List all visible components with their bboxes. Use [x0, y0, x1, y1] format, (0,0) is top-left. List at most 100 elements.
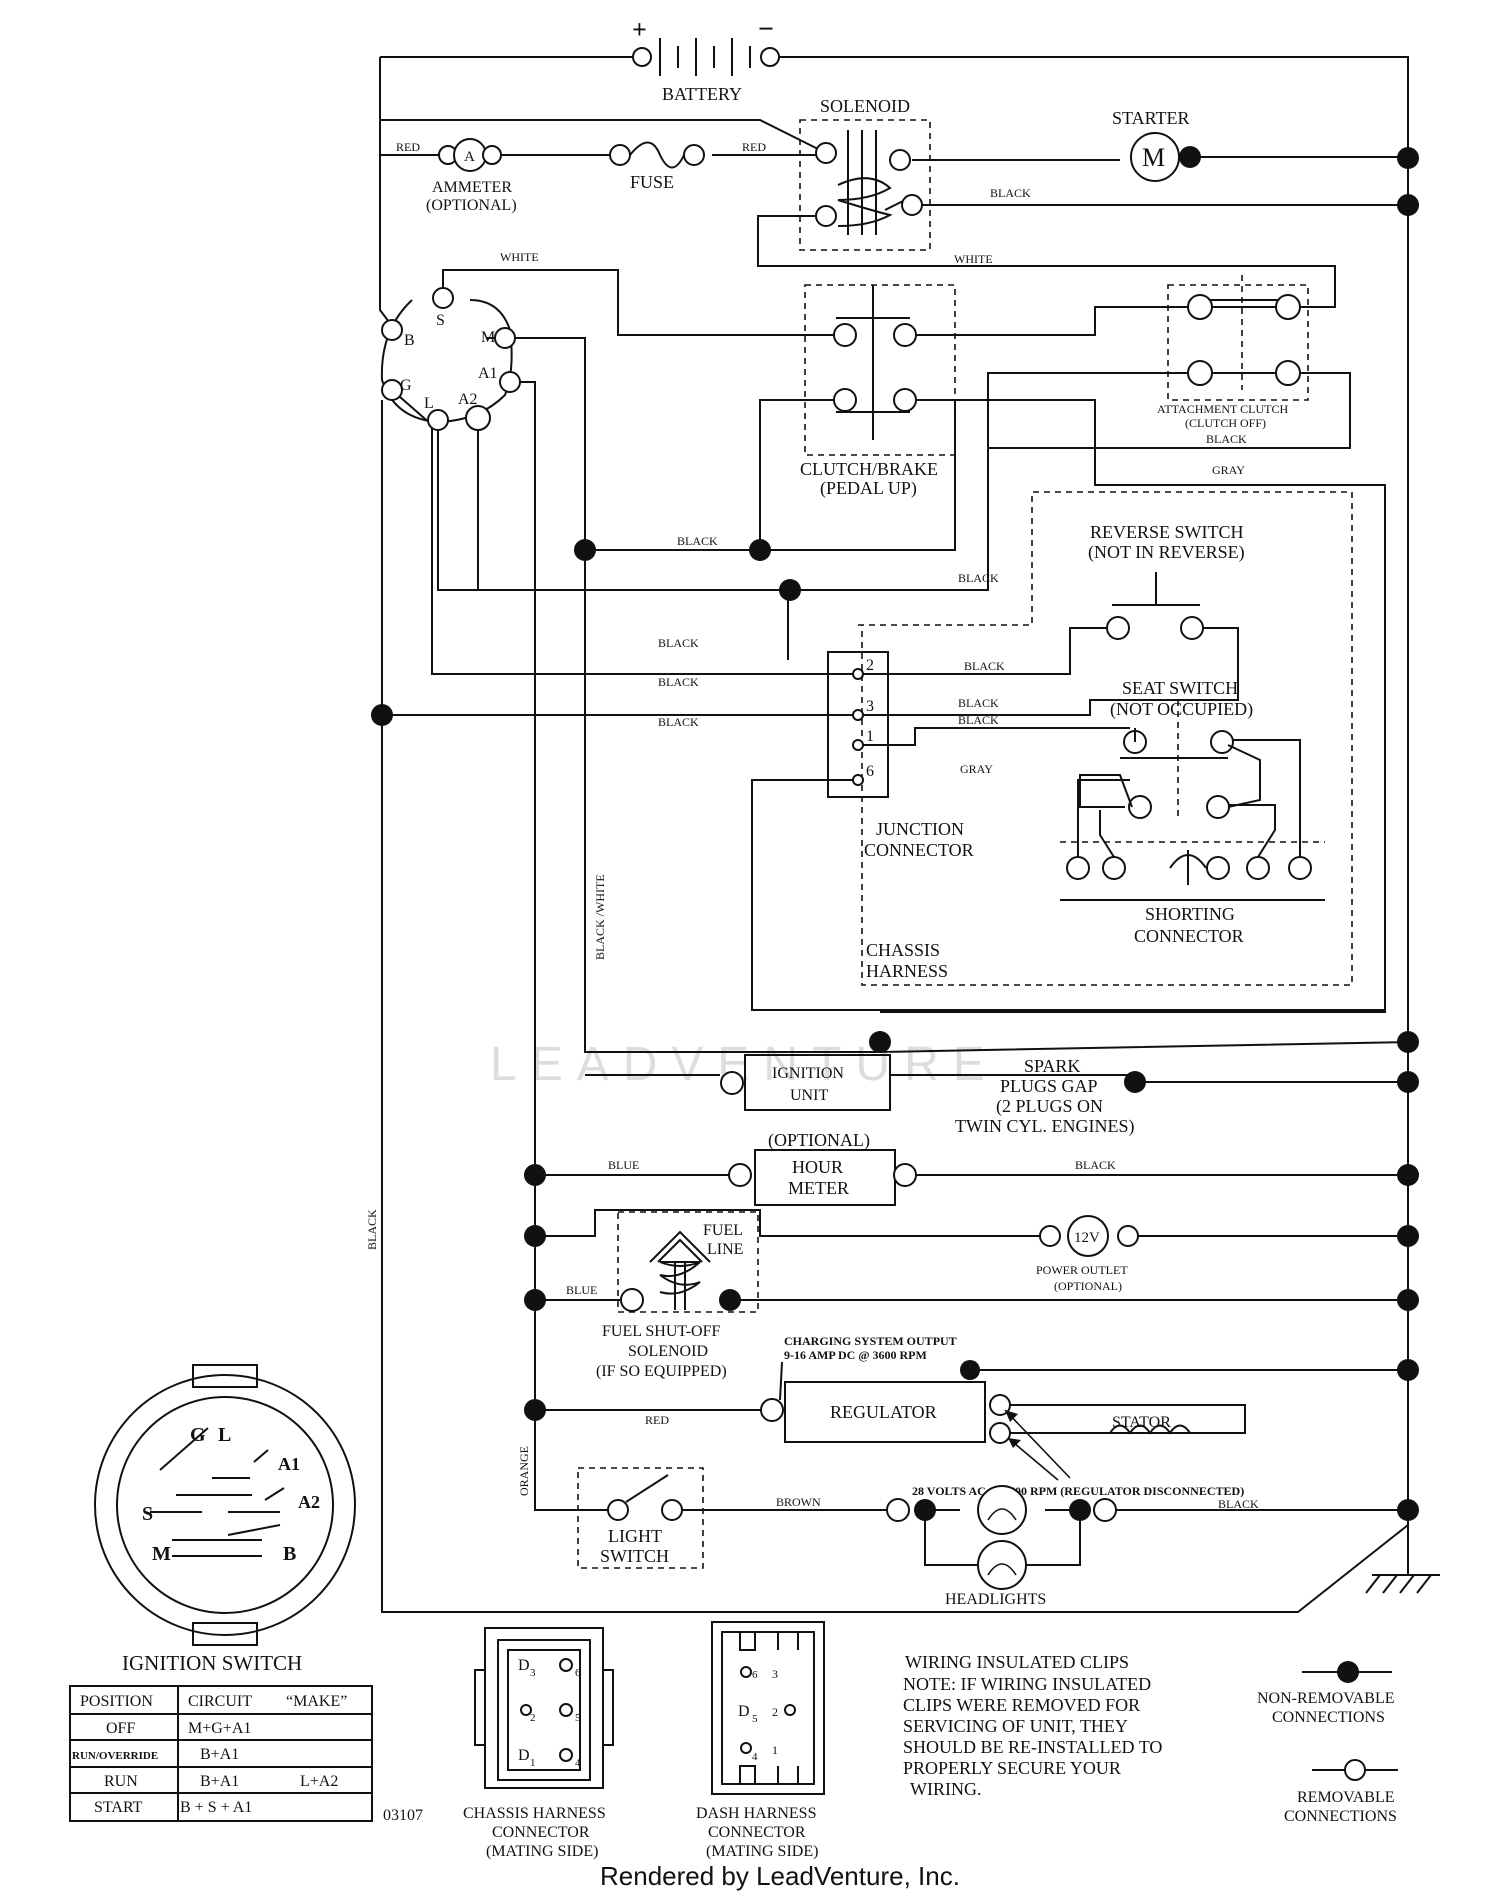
dash-pin-4: 4: [752, 1751, 758, 1763]
black-return-wire: [792, 373, 989, 591]
face-letter-s: S: [142, 1503, 153, 1525]
chassis-harness-label: CHASSIS: [866, 940, 940, 960]
chassis-harness-connector: D 3 6 2 5 D 1 4 CHASSIS HARNESS CONNECTO…: [463, 1627, 614, 1860]
power-outlet-wire: [535, 1209, 1408, 1237]
black-white-wire: [487, 337, 1409, 1053]
charging-output-spec-label: 9-16 AMP DC @ 3600 RPM: [784, 1348, 927, 1362]
wire-label-gray-2: GRAY: [960, 762, 993, 776]
attachment-clutch-black: [987, 372, 1351, 449]
starter-label: STARTER: [1112, 108, 1189, 128]
chassis-pin-d3: D: [518, 1657, 530, 1674]
fuel-line-label-2: LINE: [707, 1241, 743, 1258]
fuse-label: FUSE: [630, 172, 674, 192]
charging-output-label: CHARGING SYSTEM OUTPUT: [784, 1334, 957, 1348]
seat-switch-state-label: (NOT OCCUPIED): [1110, 699, 1253, 720]
wire-label-red-1: RED: [396, 140, 420, 154]
ammeter-label: AMMETER: [432, 179, 512, 196]
attachment-clutch-switch: ATTACHMENT CLUTCH (CLUTCH OFF): [1157, 275, 1309, 430]
wire-label-red-2: RED: [742, 140, 766, 154]
wire-label-black-white: BLACK /WHITE: [593, 874, 607, 960]
spark-plugs-count-label: (2 PLUGS ON: [996, 1096, 1103, 1117]
fuel-solenoid-label: FUEL SHUT-OFF: [602, 1323, 721, 1340]
wire-label-gray-1: GRAY: [1212, 463, 1245, 477]
table-row-start-position: START: [94, 1799, 143, 1816]
dash-connector-label-3: (MATING SIDE): [706, 1843, 818, 1860]
dash-pin-6: 6: [752, 1669, 758, 1681]
junction-connector-label: JUNCTION: [876, 819, 964, 839]
table-row-override-circuit: B+A1: [200, 1746, 239, 1763]
wire-label-black-7: BLACK: [658, 675, 699, 689]
solenoid-white-wire: [757, 215, 1336, 308]
gray-wire-pin6: [751, 779, 1385, 1011]
junction-pin-1: 1: [866, 728, 874, 745]
connection-legend: NON-REMOVABLE CONNECTIONS REMOVABLE CONN…: [1257, 1661, 1398, 1825]
seat-switch-label: SEAT SWITCH: [1122, 678, 1238, 698]
note-line-4: SERVICING OF UNIT, THEY: [903, 1716, 1128, 1736]
fuel-solenoid-label-3: (IF SO EQUIPPED): [596, 1363, 727, 1380]
non-removable-junctions: [371, 147, 1419, 1521]
table-row-off-position: OFF: [106, 1720, 135, 1737]
table-row-run-extra: L+A2: [300, 1773, 338, 1790]
seat-switch: SEAT SWITCH (NOT OCCUPIED): [1079, 678, 1261, 820]
ignition-switch-face: G L A1 S A2 M B IGNITION SWITCH: [94, 1364, 356, 1675]
chassis-connector-label-3: (MATING SIDE): [486, 1843, 598, 1860]
power-outlet-optional-label: (OPTIONAL): [1054, 1279, 1122, 1293]
wire-label-orange: ORANGE: [517, 1446, 531, 1496]
note-line-7: WIRING.: [910, 1779, 981, 1799]
dash-pin-3: 3: [772, 1667, 778, 1681]
wire-label-black-3: BLACK: [677, 534, 718, 548]
terminal-a2-label: A2: [458, 391, 478, 408]
fuel-shutoff-solenoid: FUEL LINE FUEL SHUT-OFF SOLENOID (IF SO …: [596, 1211, 759, 1380]
wire-label-black-4: BLACK: [958, 571, 999, 585]
ground-symbol: [1365, 1574, 1440, 1594]
power-outlet-label: POWER OUTLET: [1036, 1263, 1128, 1277]
light-switch-label-2: SWITCH: [600, 1546, 669, 1566]
ignition-switch-title: IGNITION SWITCH: [122, 1651, 302, 1675]
face-letter-g: G: [190, 1424, 206, 1446]
headlights: HEADLIGHTS: [886, 1485, 1117, 1608]
chassis-connector-label: CHASSIS HARNESS: [463, 1805, 606, 1822]
note-line-2: NOTE: IF WIRING INSULATED: [903, 1674, 1151, 1694]
regulator-label: REGULATOR: [830, 1402, 937, 1422]
chassis-connector-label-2: CONNECTOR: [492, 1824, 590, 1841]
wire-label-blue-2: BLUE: [566, 1283, 597, 1297]
attachment-clutch-label: ATTACHMENT CLUTCH: [1157, 402, 1288, 416]
chassis-pin-6: 6: [575, 1667, 581, 1679]
chassis-harness-outline: [858, 491, 1353, 986]
terminal-s-label: S: [436, 312, 445, 329]
white-wire: [442, 269, 838, 336]
wire-label-black-5: BLACK: [658, 636, 699, 650]
stator-label: STATOR: [1112, 1414, 1171, 1431]
table-row-override-position: RUN/OVERRIDE: [72, 1750, 158, 1762]
light-switch-label: LIGHT: [608, 1526, 662, 1546]
wire-label-black-6: BLACK: [964, 659, 1005, 673]
fuse: FUSE: [609, 141, 705, 192]
ammeter-optional-label: (OPTIONAL): [426, 197, 517, 214]
face-letter-a2: A2: [298, 1492, 320, 1512]
ammeter-symbol: A: [464, 149, 475, 165]
ac-output-note: 28 VOLTS AC @ 3600 RPM (REGULATOR DISCON…: [912, 1484, 1244, 1498]
table-row-off-circuit: M+G+A1: [188, 1720, 251, 1737]
ammeter: A AMMETER (OPTIONAL): [426, 138, 517, 214]
wire-label-white-1: WHITE: [954, 252, 993, 266]
clutch-brake-switch: CLUTCH/BRAKE (PEDAL UP): [800, 284, 956, 499]
junction-connector: 2 3 1 6 JUNCTION CONNECTOR: [827, 651, 974, 860]
table-header-circuit: CIRCUIT: [188, 1693, 252, 1710]
ignition-l-wire: [437, 422, 789, 660]
junction-connector-label-2: CONNECTOR: [864, 840, 974, 860]
face-letter-m: M: [152, 1543, 171, 1565]
wire-label-brown: BROWN: [776, 1495, 821, 1509]
power-outlet-symbol: 12V: [1074, 1230, 1100, 1246]
fuel-solenoid-label-2: SOLENOID: [628, 1343, 708, 1360]
terminal-g-label: G: [400, 377, 412, 394]
chassis-pin-3: 3: [530, 1667, 536, 1679]
battery-minus-label: −: [758, 14, 774, 45]
legend-removable-label-2: CONNECTIONS: [1284, 1808, 1397, 1825]
face-letter-l: L: [218, 1424, 231, 1446]
frame-ground-wire: [381, 715, 1409, 1613]
dash-harness-connector: 6 3 D 5 2 4 1 DASH HARNESS CONNECTOR (MA…: [696, 1621, 825, 1860]
note-line-5: SHOULD BE RE-INSTALLED TO: [903, 1737, 1162, 1757]
dash-pin-5: 5: [752, 1713, 758, 1725]
wire-label-black-1: BLACK: [990, 186, 1031, 200]
clutch-bottom-left: [759, 399, 838, 550]
